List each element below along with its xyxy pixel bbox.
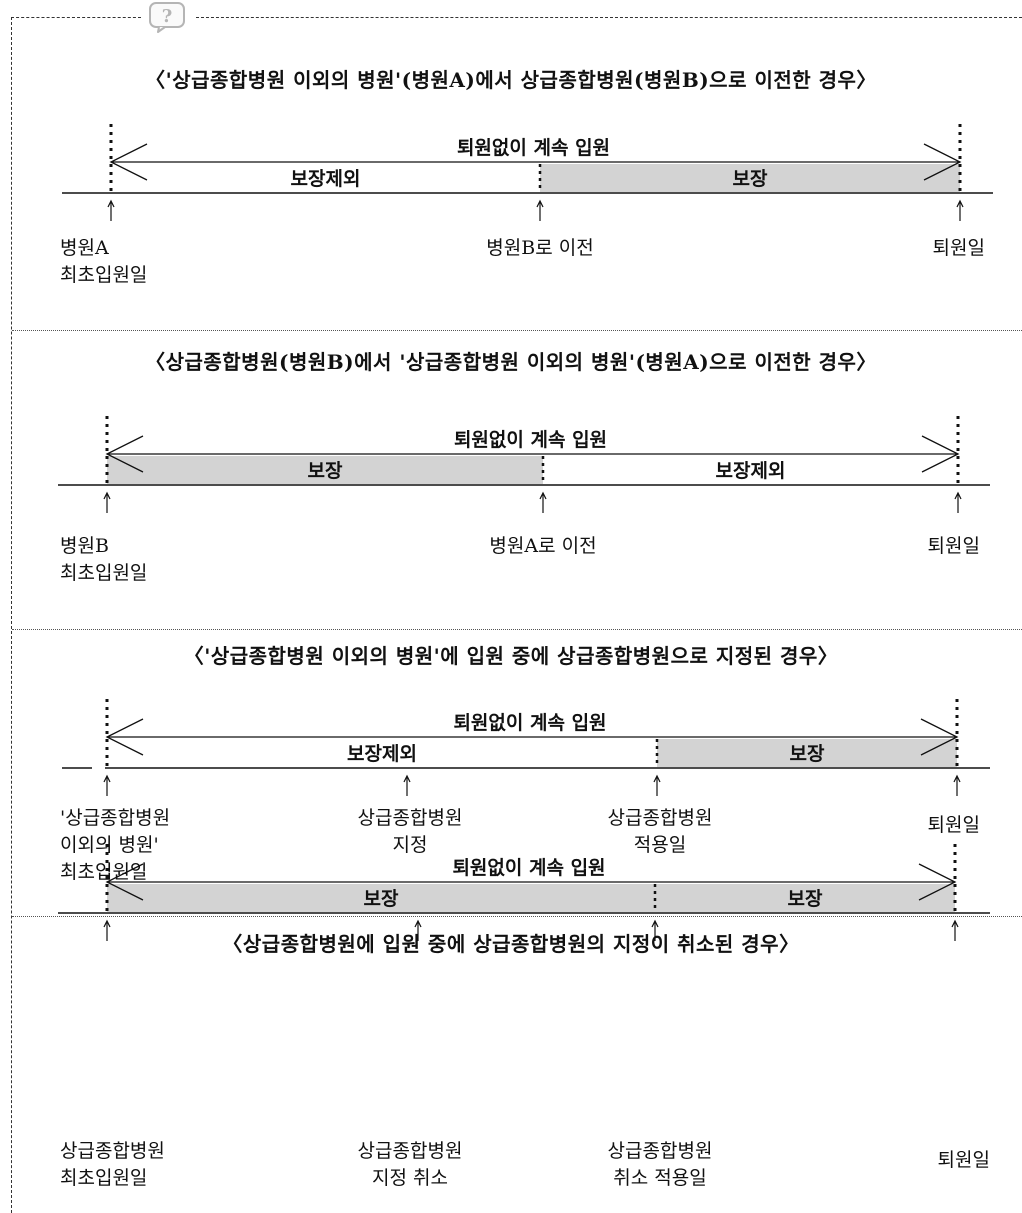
- section-heading: 〈상급종합병원에 입원 중에 상급종합병원의 지정이 취소된 경우〉: [222, 932, 800, 956]
- marker-label-line: 취소 적용일: [613, 1167, 707, 1189]
- marker-label-line: 병원B: [60, 535, 109, 557]
- marker-label-line: 지정: [392, 834, 428, 856]
- span-label: 퇴원없이 계속 입원: [453, 712, 606, 734]
- span-label: 퇴원없이 계속 입원: [452, 857, 605, 879]
- marker-label-line: 최초입원일: [60, 264, 148, 286]
- section-heading: 〈'상급종합병원 이외의 병원'(병원A)에서 상급종합병원(병원B)으로 이전…: [145, 68, 877, 92]
- marker-label-line: 이외의 병원': [60, 834, 159, 856]
- marker-label-line: 병원B로 이전: [486, 237, 594, 259]
- marker-label-line: 최초입원일: [60, 1167, 148, 1189]
- marker-label-line: 병원A: [60, 237, 109, 259]
- arrow-head-right: [921, 435, 960, 473]
- up-arrow-head: [951, 919, 959, 928]
- shaded-segment: [657, 739, 957, 767]
- up-arrow-head: [107, 199, 115, 208]
- marker-label: 상급종합병원 최초입원일: [60, 1138, 165, 1192]
- question-mark-icon: ?: [149, 2, 185, 33]
- marker-label: 상급종합병원 지정: [320, 805, 500, 859]
- marker-label: 퇴원일: [880, 235, 985, 262]
- up-arrow-head: [103, 491, 111, 500]
- marker-label-line: 적용일: [633, 834, 687, 856]
- up-arrow-head: [953, 774, 961, 783]
- marker-label: 병원B로 이전: [440, 235, 640, 262]
- arrow-head-right: [920, 718, 959, 756]
- up-arrow-head: [536, 199, 544, 208]
- segment-label: 보장: [364, 888, 399, 910]
- marker-label-line: 최초입원일: [60, 861, 148, 883]
- marker-label: 상급종합병원 취소 적용일: [570, 1138, 750, 1192]
- timeline-diagram: 보장제외 보장 퇴원없이 계속 입원: [62, 124, 993, 221]
- marker-label-line: 지정 취소: [372, 1167, 448, 1189]
- up-arrow-head: [956, 199, 964, 208]
- marker-label: 퇴원일: [890, 1147, 990, 1174]
- segment-label: 보장: [733, 168, 768, 190]
- segment-label: 보장제외: [347, 743, 417, 765]
- shaded-segment: [107, 456, 543, 484]
- marker-label: 상급종합병원 지정 취소: [320, 1138, 500, 1192]
- marker-label-line: 상급종합병원: [357, 807, 463, 829]
- arrow-head-right: [923, 143, 962, 181]
- arrow-head-left: [105, 863, 144, 901]
- span-label: 퇴원없이 계속 입원: [454, 429, 607, 451]
- shaded-segment: [655, 884, 955, 912]
- arrow-head-left: [105, 435, 144, 473]
- segment-label: 보장제외: [291, 168, 361, 190]
- frame-top-left: [11, 17, 141, 18]
- segment-label: 보장: [790, 743, 825, 765]
- marker-label-line: 퇴원일: [932, 237, 985, 259]
- segment-label: 보장: [788, 888, 823, 910]
- segment-label: 보장제외: [716, 460, 786, 482]
- arrow-head-right: [918, 863, 957, 901]
- marker-label-line: 상급종합병원: [60, 1140, 165, 1162]
- marker-label-line: 최초입원일: [60, 562, 148, 584]
- marker-label-line: 퇴원일: [927, 814, 980, 836]
- up-arrow-head: [103, 919, 111, 928]
- up-arrow-head: [539, 491, 547, 500]
- svg-text:?: ?: [162, 6, 173, 27]
- segment-label: 보장: [308, 460, 343, 482]
- marker-label-line: 병원A로 이전: [489, 535, 597, 557]
- up-arrow-head: [954, 491, 962, 500]
- frame-top-right: [196, 17, 1022, 18]
- marker-label-line: '상급종합병원: [60, 807, 171, 829]
- timeline-diagram: 보장제외 보장 퇴원없이 계속 입원: [62, 699, 990, 796]
- frame-left: [11, 17, 12, 1213]
- up-arrow-head: [414, 919, 422, 928]
- section-divider: [12, 629, 1022, 630]
- marker-label: 상급종합병원 적용일: [570, 805, 750, 859]
- marker-label-line: 퇴원일: [927, 535, 980, 557]
- marker-label-line: 상급종합병원: [357, 1140, 463, 1162]
- up-arrow-head: [403, 774, 411, 783]
- marker-label: 병원A로 이전: [443, 533, 643, 560]
- marker-label: 병원B 최초입원일: [60, 533, 147, 587]
- marker-label: 퇴원일: [880, 812, 980, 839]
- arrow-head-left: [109, 143, 148, 181]
- marker-label-line: 상급종합병원: [607, 1140, 713, 1162]
- section-heading: 〈상급종합병원(병원B)에서 '상급종합병원 이외의 병원'(병원A)으로 이전…: [145, 350, 877, 374]
- span-label: 퇴원없이 계속 입원: [457, 137, 610, 159]
- arrow-head-left: [105, 718, 144, 756]
- timeline-diagram: 보장 보장제외 퇴원없이 계속 입원: [58, 416, 990, 513]
- marker-label: 병원A 최초입원일: [60, 235, 147, 289]
- shaded-segment: [107, 884, 655, 912]
- up-arrow-head: [103, 774, 111, 783]
- section-divider: [12, 916, 1022, 917]
- section-divider: [12, 330, 1022, 331]
- timeline-diagram: 보장 보장 퇴원없이 계속 입원: [58, 844, 990, 941]
- marker-label: 퇴원일: [880, 533, 980, 560]
- section-heading: 〈'상급종합병원 이외의 병원'에 입원 중에 상급종합병원으로 지정된 경우〉: [183, 644, 839, 668]
- up-arrow-head: [653, 774, 661, 783]
- shaded-segment: [540, 164, 960, 192]
- marker-label-line: 퇴원일: [937, 1149, 990, 1171]
- marker-label: '상급종합병원 이외의 병원' 최초입원일: [60, 805, 170, 886]
- up-arrow-head: [651, 919, 659, 928]
- marker-label-line: 상급종합병원: [607, 807, 713, 829]
